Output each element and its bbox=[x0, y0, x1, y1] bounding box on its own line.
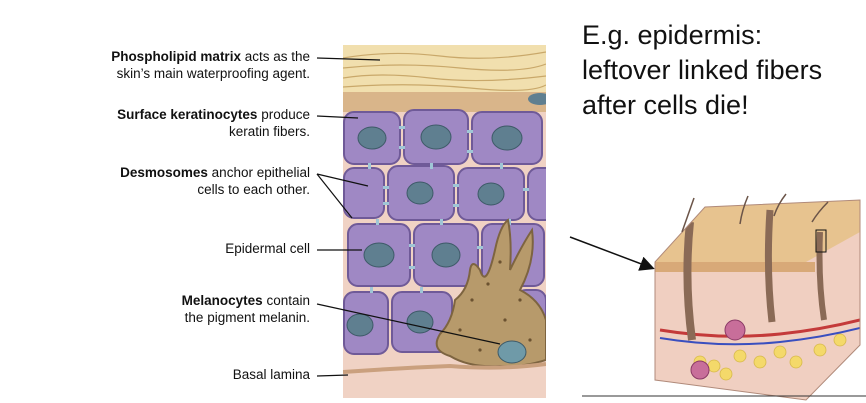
desmosomes bbox=[368, 126, 529, 293]
nucleus bbox=[431, 242, 461, 268]
fat-cells bbox=[693, 333, 847, 381]
label-phospholipid-bold: Phospholipid matrix bbox=[111, 49, 241, 64]
melanocyte-nucleus bbox=[497, 340, 527, 364]
desmosome bbox=[508, 219, 511, 225]
desmosome bbox=[370, 287, 373, 293]
pointer-arrow bbox=[569, 236, 655, 271]
desmosome bbox=[399, 146, 405, 149]
desmosome bbox=[430, 163, 433, 169]
label-keratinocytes-bold: Surface keratinocytes bbox=[117, 107, 258, 122]
label-desmosomes-rest: anchor epithelial bbox=[207, 165, 310, 180]
label-epidermal-text: Epidermal cell bbox=[225, 241, 310, 256]
label-melanocytes: Melanocytes contain the pigment melanin. bbox=[182, 292, 310, 326]
note-line-1: E.g. epidermis: bbox=[582, 20, 763, 50]
label-melanocytes-bold: Melanocytes bbox=[181, 293, 263, 308]
desmosome bbox=[383, 202, 389, 205]
leader-basal bbox=[316, 374, 349, 377]
desmosome bbox=[500, 163, 503, 169]
desmosome bbox=[409, 244, 415, 247]
desmosome bbox=[409, 266, 415, 269]
cell-nuclei bbox=[346, 124, 523, 337]
epidermis-note: E.g. epidermis: leftover linked fibers a… bbox=[582, 18, 822, 123]
sweat-gland bbox=[690, 360, 710, 380]
desmosome bbox=[477, 246, 483, 249]
epidermal-cell bbox=[527, 167, 546, 221]
desmosome bbox=[368, 163, 371, 169]
nucleus bbox=[491, 125, 523, 151]
melanin-granules bbox=[458, 260, 532, 352]
desmosome bbox=[467, 130, 473, 133]
label-phospholipid-rest: acts as the bbox=[240, 49, 310, 64]
leader-keratinocytes bbox=[316, 115, 359, 119]
skin-block-outline bbox=[654, 199, 861, 401]
label-desmosomes-line2: cells to each other. bbox=[197, 182, 310, 197]
nucleus bbox=[346, 313, 374, 337]
leader-desmosomes-2 bbox=[316, 173, 353, 219]
hair-follicle bbox=[683, 221, 696, 341]
label-basal-text: Basal lamina bbox=[232, 367, 310, 382]
label-melanocytes-rest: contain bbox=[262, 293, 310, 308]
hair-strands bbox=[681, 193, 829, 233]
nucleus bbox=[363, 242, 395, 268]
note-line-2: leftover linked fibers bbox=[582, 55, 823, 85]
skin-top-surface bbox=[655, 200, 860, 268]
label-desmosomes-bold: Desmosomes bbox=[120, 165, 208, 180]
keratin-layer bbox=[343, 92, 546, 112]
nucleus bbox=[406, 181, 434, 205]
label-epidermal-cell: Epidermal cell bbox=[225, 240, 310, 257]
note-line-3: after cells die! bbox=[582, 90, 749, 120]
leader-phospholipid bbox=[316, 57, 381, 61]
label-phospholipid-line2: skin’s main waterproofing agent. bbox=[116, 66, 310, 81]
desmosome bbox=[523, 188, 529, 191]
label-surface-keratinocytes: Surface keratinocytes produce keratin fi… bbox=[117, 106, 310, 140]
basal-lamina-line bbox=[343, 362, 546, 374]
desmosome bbox=[467, 150, 473, 153]
desmosome bbox=[420, 287, 423, 293]
magnified-region-box bbox=[815, 229, 827, 253]
epidermal-cell bbox=[343, 167, 385, 219]
nucleus bbox=[477, 182, 505, 206]
nucleus bbox=[357, 126, 387, 150]
lipid-lines bbox=[343, 51, 546, 91]
label-basal-lamina: Basal lamina bbox=[233, 366, 310, 383]
desmosome bbox=[376, 219, 379, 225]
label-keratinocytes-line2: keratin fibers. bbox=[228, 124, 310, 139]
hair-follicle bbox=[816, 231, 827, 321]
vein bbox=[659, 327, 860, 346]
desmosome bbox=[399, 126, 405, 129]
desmosome bbox=[383, 186, 389, 189]
desmosome bbox=[453, 184, 459, 187]
label-desmosomes: Desmosomes anchor epithelial cells to ea… bbox=[120, 164, 310, 198]
label-keratinocytes-rest: produce bbox=[257, 107, 310, 122]
epidermis-tissue bbox=[343, 45, 546, 398]
leader-melanocytes bbox=[316, 303, 501, 345]
desmosome bbox=[453, 204, 459, 207]
leader-desmosomes-1 bbox=[316, 173, 369, 187]
skin-block-diagram bbox=[654, 193, 861, 401]
nucleus bbox=[406, 310, 434, 334]
leader-lines bbox=[316, 57, 501, 377]
epidermis-band bbox=[655, 262, 815, 272]
desmosome bbox=[440, 219, 443, 225]
sweat-gland bbox=[724, 319, 746, 341]
label-melanocytes-line2: the pigment melanin. bbox=[184, 310, 310, 325]
flat-nucleus bbox=[528, 93, 546, 105]
melanocyte bbox=[435, 218, 546, 368]
label-phospholipid-matrix: Phospholipid matrix acts as the skin’s m… bbox=[111, 48, 310, 82]
nucleus bbox=[420, 124, 452, 150]
hair-follicle bbox=[764, 209, 776, 323]
